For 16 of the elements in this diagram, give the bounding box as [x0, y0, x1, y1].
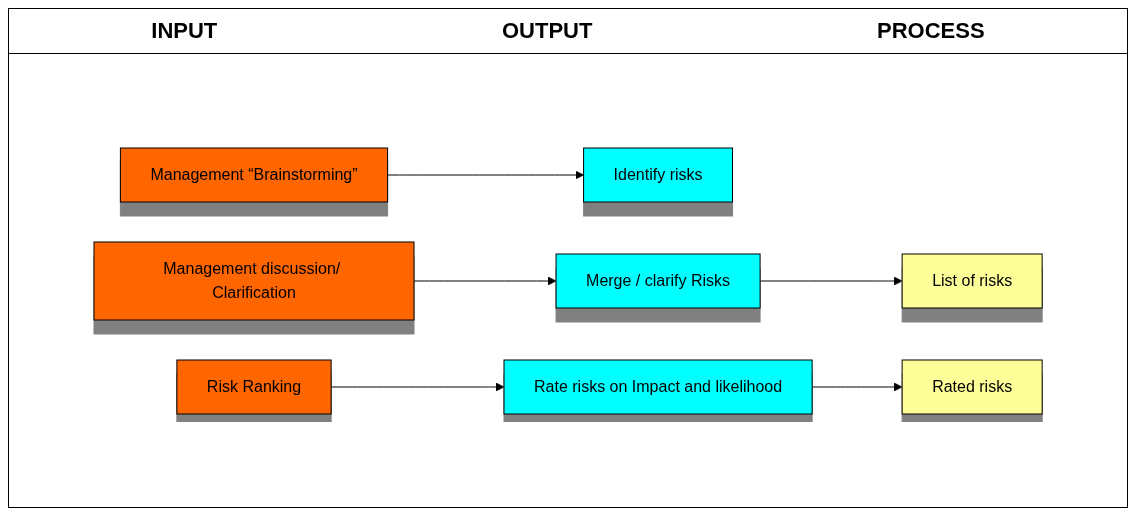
arrow — [413, 276, 557, 286]
node-box: Identify risks — [583, 147, 733, 203]
node-box: Risk Ranking — [176, 359, 332, 415]
column-heading: OUTPUT — [501, 18, 593, 44]
arrow — [387, 170, 584, 180]
node-box: Management “Brainstorming” — [119, 147, 388, 203]
column-heading: INPUT — [151, 18, 218, 44]
node-box: Rate risks on Impact and likelihood — [503, 359, 813, 415]
arrow — [330, 382, 505, 392]
arrow — [811, 382, 903, 392]
node-box: Rated risks — [901, 359, 1043, 415]
node-box: Management discussion/ Clarification — [93, 241, 415, 321]
column-heading: PROCESS — [877, 18, 985, 44]
node-box: Merge / clarify Risks — [555, 253, 761, 309]
arrow — [759, 276, 903, 286]
node-box: List of risks — [901, 253, 1043, 309]
